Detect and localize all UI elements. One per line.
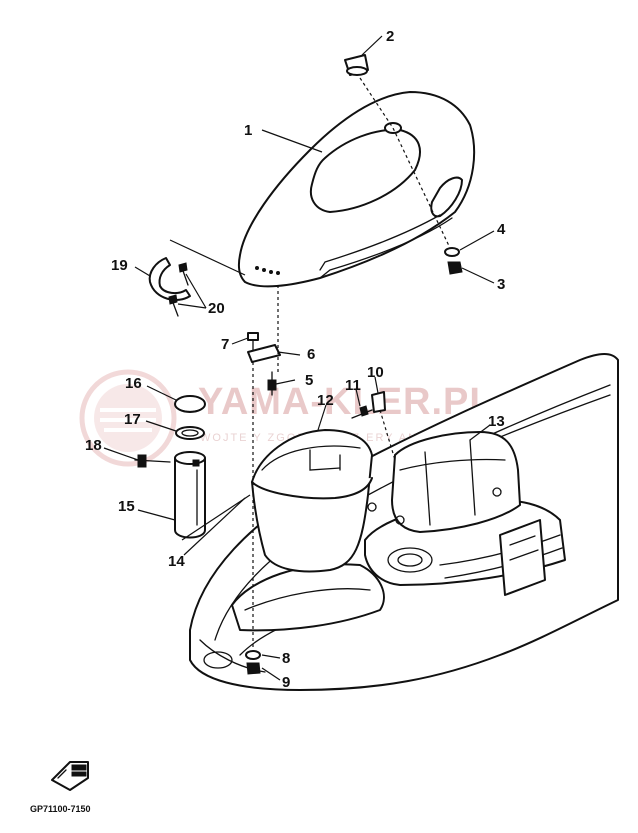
part-3-nut [447, 261, 463, 275]
part-2-knob [344, 54, 369, 76]
part-18-screw [134, 454, 171, 468]
part-5-stud [267, 371, 277, 396]
part-20-rivets [168, 262, 189, 317]
callout-4: 4 [497, 221, 506, 238]
part-10-clip [371, 391, 386, 413]
part-8-washer [245, 650, 261, 660]
part-1-hood [237, 91, 476, 288]
callout-17: 17 [124, 411, 141, 428]
leader-lines [103, 35, 495, 681]
callout-2: 2 [386, 28, 394, 45]
callout-11: 11 [345, 377, 361, 394]
callout-6: 6 [307, 346, 315, 363]
part-13-seat [367, 431, 521, 533]
callout-16: 16 [125, 375, 142, 392]
callout-3: 3 [497, 276, 505, 293]
callout-20: 20 [208, 300, 225, 317]
part-9-nut [246, 662, 261, 675]
part-11-screw [351, 405, 373, 419]
part-6-bracket [247, 344, 281, 363]
callout-18: 18 [85, 437, 102, 454]
watermark-brand: YAMA-KLER.PL [198, 381, 494, 423]
callout-1: 1 [244, 122, 252, 139]
part-7-bolt [247, 332, 259, 351]
part-12-storage-bucket [251, 429, 373, 573]
part-16-cap [174, 395, 206, 413]
yamakler-logo-icon [79, 369, 177, 467]
part-4-washer [444, 247, 460, 257]
callout-8: 8 [282, 650, 290, 667]
part-15-tube [174, 451, 206, 539]
callout-12: 12 [317, 392, 334, 409]
callouts: 1 2 3 4 5 6 7 8 9 10 11 12 13 14 15 16 1… [85, 28, 506, 691]
callout-15: 15 [118, 498, 135, 515]
callout-7: 7 [221, 336, 229, 353]
callout-13: 13 [488, 413, 505, 430]
callout-10: 10 [367, 364, 384, 381]
callout-5: 5 [305, 372, 313, 389]
part-19-strap [148, 257, 191, 301]
callout-14: 14 [168, 553, 185, 570]
part-17-ring [175, 426, 205, 440]
assembly-lines [169, 77, 451, 650]
diagram-code: GP71100-7150 [30, 804, 91, 814]
callout-19: 19 [111, 257, 128, 274]
front-direction-arrow-icon [51, 761, 89, 791]
callout-9: 9 [282, 674, 290, 691]
